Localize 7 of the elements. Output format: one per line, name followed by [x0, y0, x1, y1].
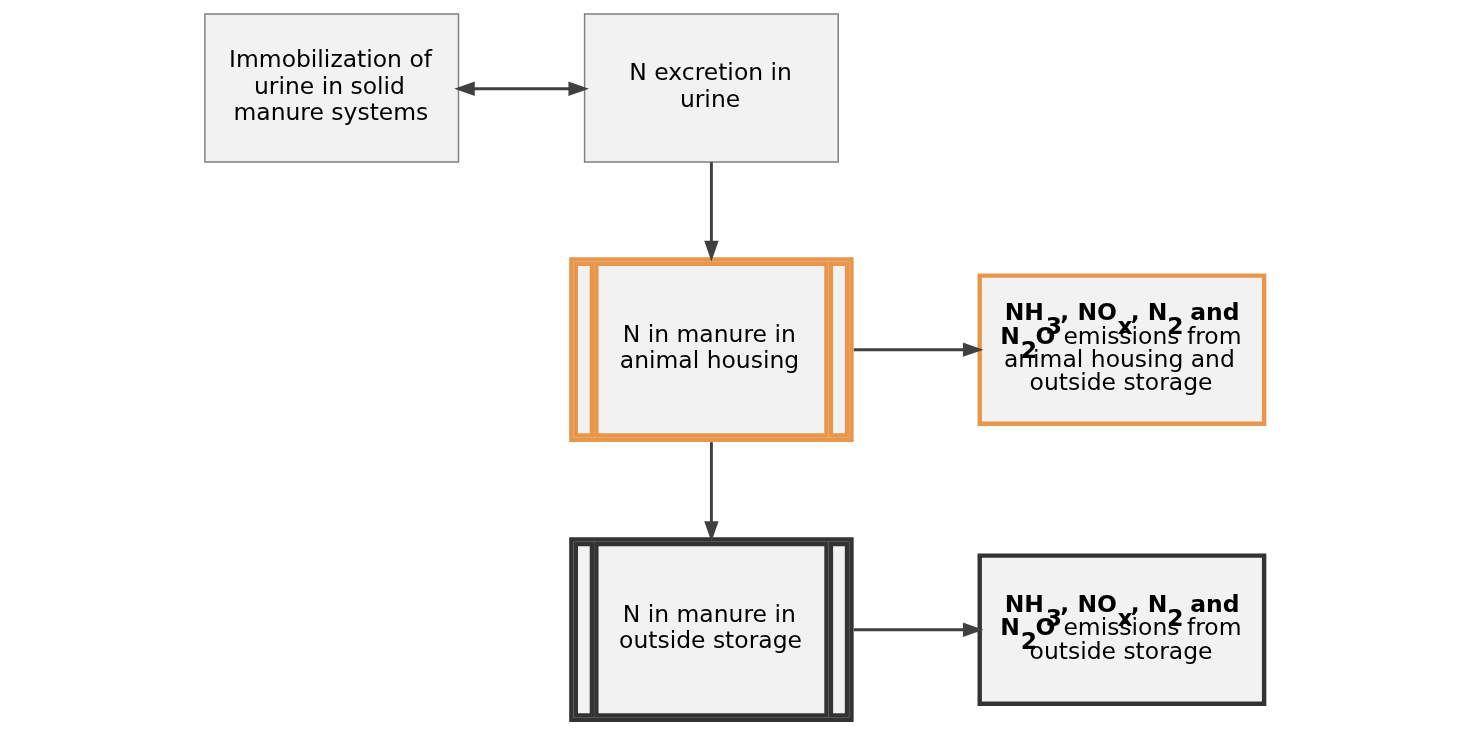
arrow — [853, 622, 983, 637]
arrow — [703, 442, 719, 542]
node-box: N excretion in urine — [583, 13, 839, 163]
arrow — [703, 162, 719, 262]
arrow — [453, 81, 589, 96]
node-box: Immobilization of urine in solid manure systems — [203, 13, 459, 163]
arrow — [853, 342, 983, 357]
